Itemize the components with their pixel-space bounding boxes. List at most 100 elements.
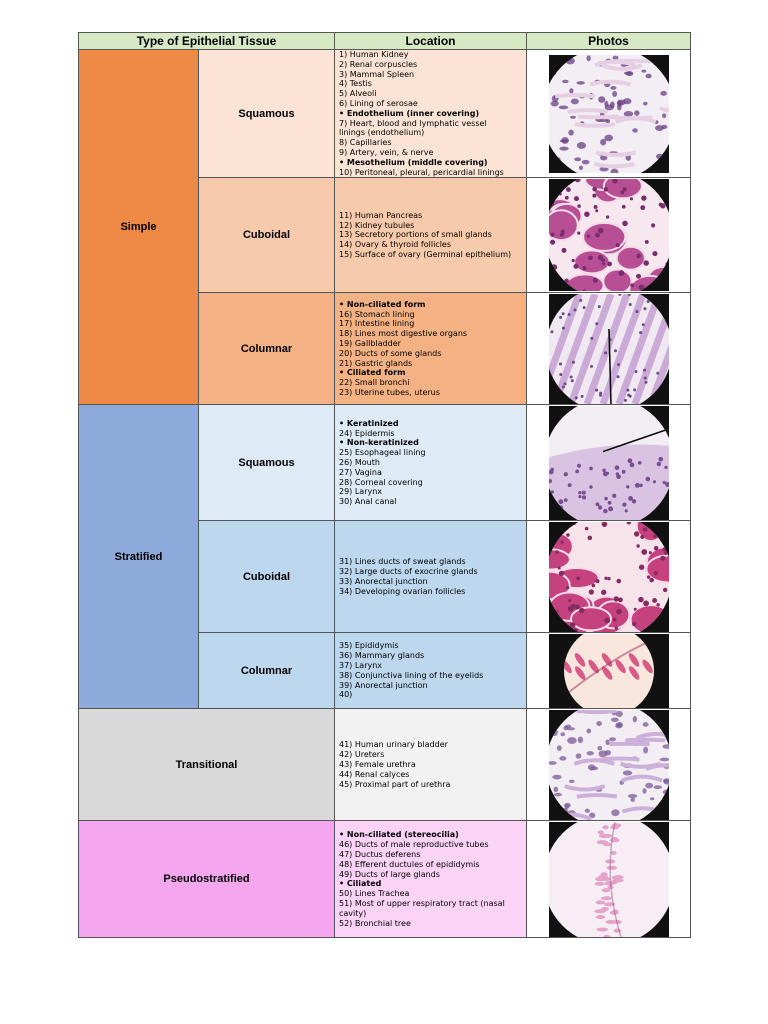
photo-cell	[526, 820, 691, 939]
micrograph-pseudostratified-icon	[548, 821, 669, 937]
header-type: Type of Epithelial Tissue	[78, 32, 335, 50]
group-stratified: Stratified	[78, 404, 199, 710]
group-transitional: Transitional	[78, 708, 335, 822]
location-item: 38) Conjunctiva lining of the eyelids	[339, 670, 484, 680]
header-row: Type of Epithelial Tissue Location Photo…	[78, 32, 691, 50]
location-subheading: • Mesothelium (middle covering)	[339, 157, 488, 167]
location-item: 3) Mammal Spleen	[339, 69, 415, 79]
photo-cell	[526, 177, 691, 294]
location-subheading: • Non-ciliated form	[339, 299, 426, 309]
photo-cell	[526, 708, 691, 822]
location-item: 4) Testis	[339, 79, 372, 89]
location-item: 44) Renal calyces	[339, 769, 410, 779]
location-item: 25) Esophageal lining	[339, 448, 426, 458]
location-item: 16) Stomach lining	[339, 309, 415, 319]
location-item: 1) Human Kidney	[339, 50, 409, 59]
location-item: 31) Lines ducts of sweat glands	[339, 557, 466, 567]
row-stratified-cuboidal: Cuboidal 31) Lines ducts of sweat glands…	[79, 520, 691, 634]
location-item: 18) Lines most digestive organs	[339, 329, 468, 339]
location-item: 41) Human urinary bladder	[339, 740, 448, 750]
location-item: 33) Anorectal junction	[339, 576, 428, 586]
location-item: 28) Corneal covering	[339, 477, 423, 487]
location-subheading: • Non-ciliated (stereocilia)	[339, 830, 459, 840]
photo-cell	[526, 632, 691, 710]
epithelial-tissue-table: Type of Epithelial Tissue Location Photo…	[78, 32, 691, 939]
location-item: 8) Capillaries	[339, 138, 392, 148]
location-item: 15) Surface of ovary (Germinal epitheliu…	[339, 250, 512, 260]
location-item: 30) Anal canal	[339, 497, 397, 507]
location-item: 37) Larynx	[339, 661, 383, 671]
location-item: 51) Most of upper respiratory tract (nas…	[339, 898, 505, 908]
photo-cell	[526, 404, 691, 522]
location-item: 20) Ducts of some glands	[339, 348, 442, 358]
location-subheading: • Non-keratinized	[339, 438, 419, 448]
micrograph-simple-squamous-icon	[548, 54, 669, 173]
group-pseudostratified: Pseudostratified	[78, 820, 335, 939]
location-item: 10) Peritoneal, pleural, pericardial lin…	[339, 167, 504, 177]
location-item: 11) Human Pancreas	[339, 210, 423, 220]
location-item: 17) Intestine lining	[339, 319, 415, 329]
location-list: • Non-ciliated (stereocilia)46) Ducts of…	[339, 830, 522, 928]
subtype-simple-cuboidal: Cuboidal	[198, 177, 335, 294]
group-simple: Simple	[78, 48, 199, 406]
location-item: 19) Gallbladder	[339, 339, 401, 349]
location-item: 2) Renal corpuscles	[339, 59, 418, 69]
location-item: 49) Ducts of large glands	[339, 869, 440, 879]
location-item: 26) Mouth	[339, 457, 380, 467]
header-photos: Photos	[526, 32, 691, 50]
location-item: 13) Secretory portions of small glands	[339, 230, 492, 240]
micrograph-stratified-cuboidal-icon	[548, 521, 669, 632]
location-item: 46) Ducts of male reproductive tubes	[339, 840, 489, 850]
location-item: 42) Ureters	[339, 750, 385, 760]
location-subheading: • Keratinized	[339, 418, 399, 428]
location-item: linings (endothelium)	[339, 128, 425, 138]
location-item: 32) Large ducts of exocrine glands	[339, 567, 478, 577]
location-item: 7) Heart, blood and lymphatic vessel	[339, 118, 487, 128]
location-item: 34) Developing ovarian follicles	[339, 586, 466, 596]
micrograph-transitional-icon	[548, 709, 669, 820]
subtype-stratified-cuboidal: Cuboidal	[198, 520, 335, 634]
subtype-stratified-squamous: Squamous	[198, 404, 335, 522]
location-subheading: • Ciliated form	[339, 368, 406, 378]
location-item: 50) Lines Trachea	[339, 889, 410, 899]
location-item: 43) Female urethra	[339, 759, 416, 769]
location-item: 40)	[339, 690, 353, 700]
micrograph-simple-cuboidal-icon	[548, 179, 669, 292]
photo-cell	[526, 292, 691, 406]
location-item: 27) Vagina	[339, 467, 382, 477]
location-item: 22) Small bronchi	[339, 378, 410, 388]
location-item: 24) Epidermis	[339, 428, 395, 438]
location-item: 6) Lining of serosae	[339, 98, 418, 108]
subtype-simple-columnar: Columnar	[198, 292, 335, 406]
location-item: 29) Larynx	[339, 487, 383, 497]
location-item: cavity)	[339, 908, 367, 918]
location-item: 39) Anorectal junction	[339, 680, 428, 690]
location-item: 14) Ovary & thyroid follicles	[339, 240, 452, 250]
header-location: Location	[334, 32, 527, 50]
location-item: 5) Alveoli	[339, 89, 377, 99]
micrograph-stratified-squamous-icon	[548, 405, 669, 520]
location-item: 35) Epididymis	[339, 641, 399, 651]
location-item: 47) Ductus deferens	[339, 849, 421, 859]
location-subheading: • Ciliated	[339, 879, 382, 889]
subtype-simple-squamous: Squamous	[198, 48, 335, 179]
location-item: 48) Efferent ductules of epididymis	[339, 859, 480, 869]
location-cell: • Non-ciliated (stereocilia)46) Ducts of…	[334, 820, 527, 939]
location-subheading: • Endothelium (inner covering)	[339, 108, 480, 118]
location-item: 9) Artery, vein, & nerve	[339, 147, 434, 157]
